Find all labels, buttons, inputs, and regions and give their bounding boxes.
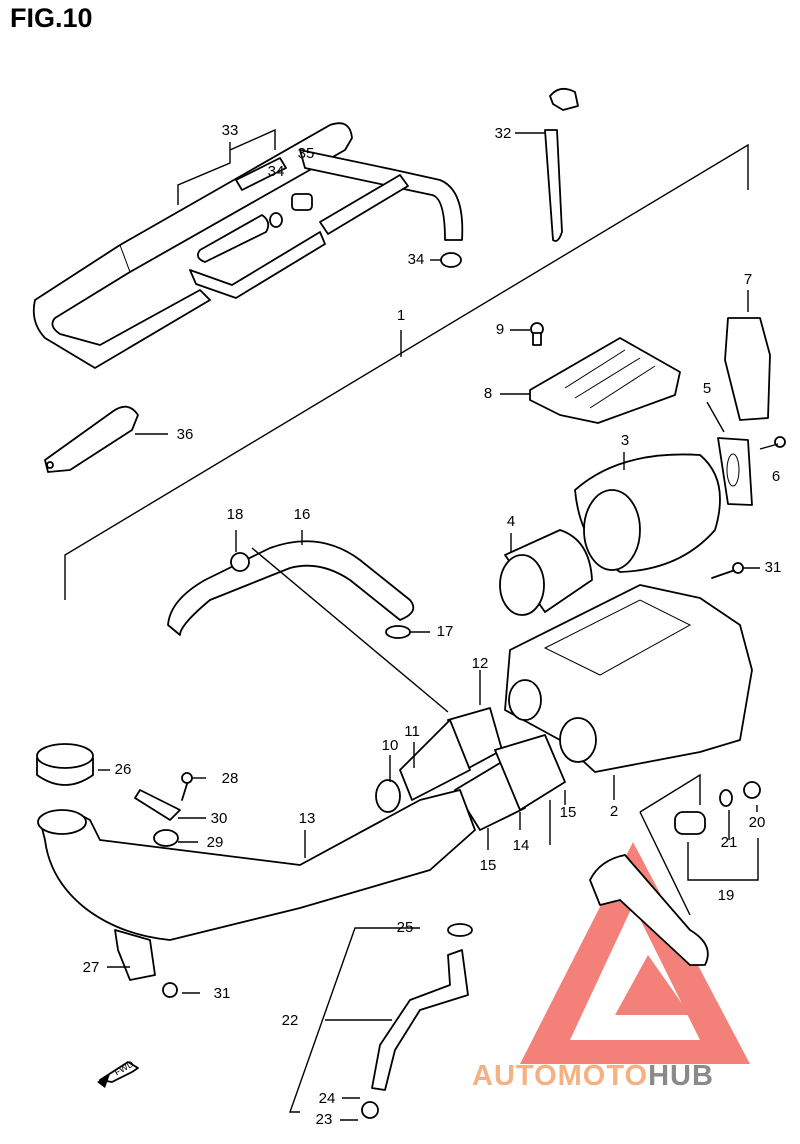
label-part-5: 5 xyxy=(702,380,712,397)
label-part-13: 13 xyxy=(298,810,316,827)
part-5-grommet xyxy=(717,437,753,506)
label-part-35: 35 xyxy=(297,145,315,162)
parts-22-25-drain xyxy=(289,923,473,1121)
part-30-bracket xyxy=(134,789,181,821)
watermark-moto: MOTO xyxy=(557,1060,649,1092)
label-part-15-upper: 15 xyxy=(559,804,577,821)
part-4-element xyxy=(499,529,593,616)
label-part-34-lower: 34 xyxy=(407,251,425,268)
label-part-18: 18 xyxy=(226,506,244,523)
part-13-intake-hose xyxy=(37,789,476,941)
label-part-31-upper: 31 xyxy=(764,559,782,576)
part-34-clamp xyxy=(430,252,462,268)
parts-10-15-boots xyxy=(375,670,566,850)
figure-title: FIG.10 xyxy=(10,3,93,33)
part-16-hose xyxy=(167,530,449,713)
label-part-15-lower: 15 xyxy=(479,857,497,874)
part-25-clamp xyxy=(447,923,473,937)
parts-26-31-lower-left xyxy=(36,743,206,998)
watermark-triangle xyxy=(520,842,750,1064)
label-part-19: 19 xyxy=(717,887,735,904)
part-9-screw xyxy=(510,322,544,346)
label-part-17: 17 xyxy=(436,623,454,640)
label-part-28: 28 xyxy=(221,770,239,787)
part-35-fitting xyxy=(291,193,313,211)
label-part-4: 4 xyxy=(506,513,516,530)
label-part-24: 24 xyxy=(318,1090,336,1107)
part-31-bolt-lower xyxy=(162,982,178,998)
label-part-7: 7 xyxy=(743,271,753,288)
part-17-clamp xyxy=(385,625,411,639)
label-part-30: 30 xyxy=(210,810,228,827)
label-part-21: 21 xyxy=(720,834,738,851)
label-part-32: 32 xyxy=(494,125,512,142)
part-31-bolt xyxy=(711,562,760,579)
label-part-12: 12 xyxy=(471,655,489,672)
part-7-holder xyxy=(724,317,771,421)
label-part-11: 11 xyxy=(404,723,420,740)
label-part-1: 1 xyxy=(396,307,406,324)
label-part-2: 2 xyxy=(609,803,619,820)
part-20-fitting xyxy=(743,781,761,799)
assembly-bracket-1 xyxy=(64,143,749,600)
parts-19-21-right xyxy=(589,773,761,966)
fwd-arrow-icon xyxy=(97,1061,139,1088)
label-part-22: 22 xyxy=(281,1012,299,1029)
watermark-auto: AUTO xyxy=(472,1060,558,1092)
label-part-23: 23 xyxy=(315,1111,333,1128)
label-part-29: 29 xyxy=(206,834,224,851)
part-2-air-cleaner-case xyxy=(504,584,753,800)
label-part-6: 6 xyxy=(771,468,781,485)
label-part-26: 26 xyxy=(114,761,132,778)
label-part-20: 20 xyxy=(748,814,766,831)
part-33-hose-assembly xyxy=(32,122,464,369)
part-29-washer xyxy=(153,829,179,847)
watermark-hub: HUB xyxy=(648,1060,714,1092)
part-32-tie-strap xyxy=(515,87,579,242)
label-part-34-upper: 34 xyxy=(267,163,285,180)
part-8-cover xyxy=(500,337,681,424)
label-part-8: 8 xyxy=(483,385,493,402)
label-part-36: 36 xyxy=(176,426,194,443)
part-23-24-clamp xyxy=(361,1101,379,1119)
part-28-bolt xyxy=(181,772,193,784)
label-part-14: 14 xyxy=(512,837,530,854)
label-part-10: 10 xyxy=(381,737,399,754)
parts-5-6-7 xyxy=(706,290,786,506)
part-3-filter-housing xyxy=(574,452,721,573)
part-18-clamp xyxy=(230,552,250,572)
label-part-25: 25 xyxy=(396,919,414,936)
part-21-hose xyxy=(674,811,706,835)
label-part-9: 9 xyxy=(495,321,505,338)
label-part-3: 3 xyxy=(620,432,630,449)
label-part-31-lower: 31 xyxy=(213,985,231,1002)
part-36-bracket xyxy=(44,405,168,473)
label-part-16: 16 xyxy=(293,506,311,523)
part-6-screw xyxy=(774,436,786,448)
label-part-33: 33 xyxy=(221,122,239,139)
watermark-logo: AUTOMOTOHUB xyxy=(472,1060,714,1093)
label-part-27: 27 xyxy=(82,959,100,976)
